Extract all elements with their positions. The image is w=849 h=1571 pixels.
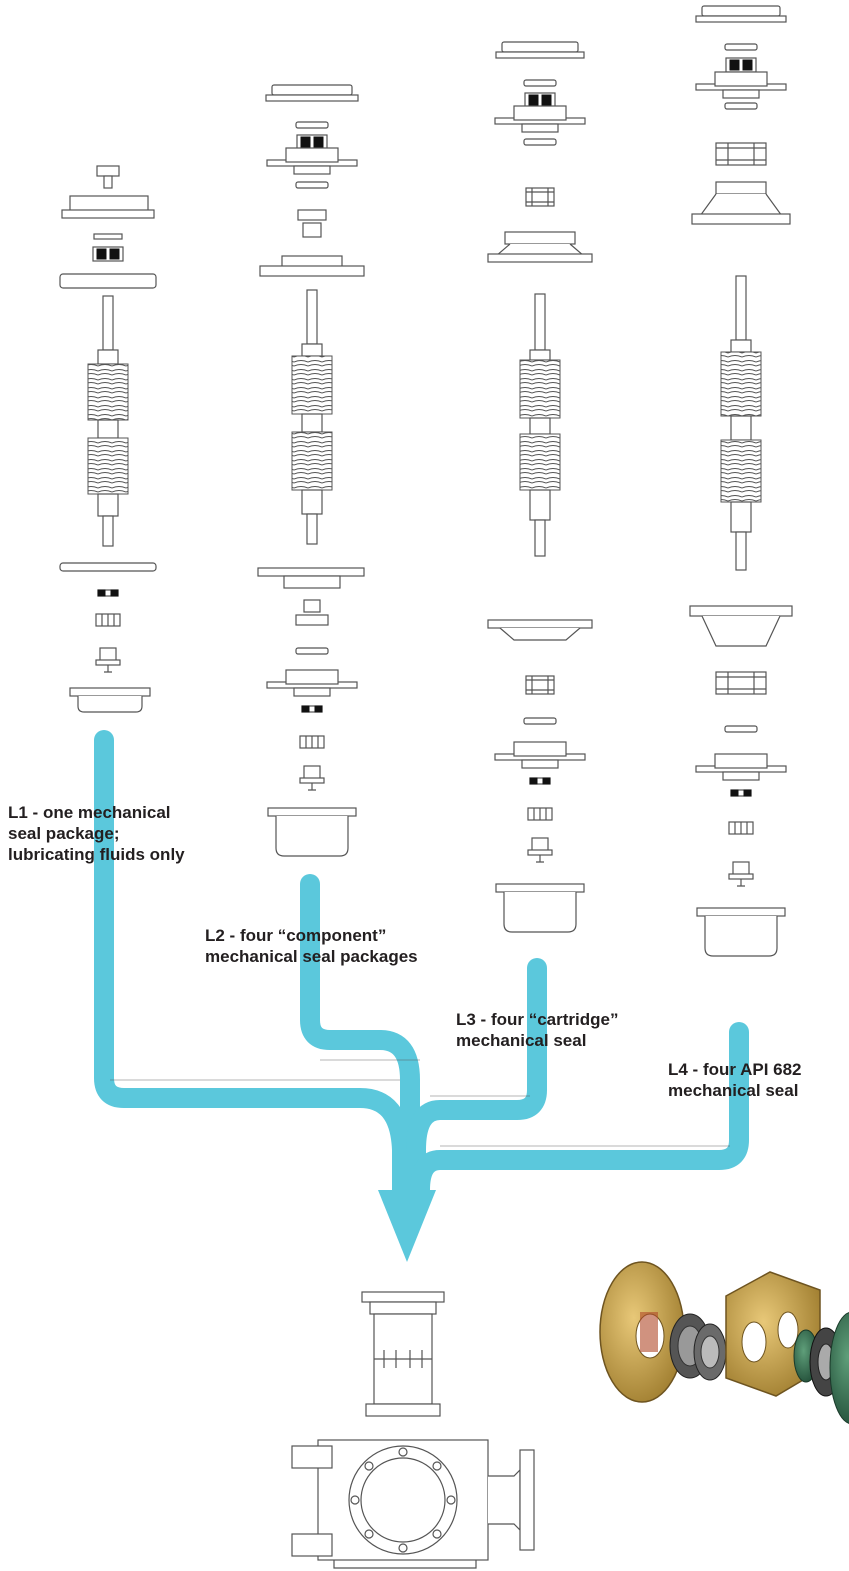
l1-exploded-assembly [59, 165, 157, 713]
l4-label-line-2: mechanical seal [668, 1081, 799, 1100]
l1-top-cap-icon [61, 165, 155, 219]
l4-label-line-1: L4 - four API 682 [668, 1060, 802, 1079]
l4-top-cap-icon [695, 5, 787, 23]
l2-lower-components-icon [257, 567, 365, 857]
l4-ring-icon [724, 43, 758, 51]
l2-upper-flange-icon [259, 255, 365, 277]
l2-label-line-2: mechanical seal packages [205, 947, 418, 966]
pump-casing-icon [291, 1291, 535, 1569]
l2-flange-icon [266, 147, 358, 175]
l1-flow-path [94, 730, 412, 1200]
l3-flow-path [406, 958, 547, 1200]
l3-exploded-assembly [487, 41, 593, 933]
l2-label: L2 - four “component” mechanical seal pa… [205, 925, 418, 967]
l4-ring-2-icon [724, 102, 758, 110]
l2-top-cap-icon [265, 84, 359, 102]
flow-arrows [94, 730, 749, 1262]
l3-top-cap-icon [495, 41, 585, 59]
l4-upper-housing-icon [691, 181, 791, 225]
l2-ring-icon [295, 121, 329, 129]
l4-flange-icon [695, 71, 787, 99]
screw-spindle-icon [720, 275, 762, 571]
seal-assembly-3d-render-icon [599, 1261, 849, 1424]
l3-ring-icon [523, 79, 557, 87]
l1-lower-components-icon [59, 562, 157, 713]
l2-flow-path [300, 874, 420, 1200]
l4-label: L4 - four API 682 mechanical seal [668, 1059, 802, 1101]
l4-seal-face-icon [725, 57, 757, 73]
flow-arrowhead [378, 1190, 436, 1262]
l3-label-line-2: mechanical seal [456, 1031, 587, 1050]
ghost-connector-lines [110, 1059, 730, 1147]
l4-flow-path [410, 1022, 749, 1200]
l4-lower-components-icon [689, 605, 793, 957]
l3-label: L3 - four “cartridge” mechanical seal [456, 1009, 618, 1051]
l3-lower-components-icon [487, 619, 593, 933]
l1-label: L1 - one mechanical seal package; lubric… [8, 802, 185, 865]
screw-spindle-icon [291, 289, 333, 545]
l2-ring-2-icon [295, 181, 329, 189]
l3-upper-housing-icon [487, 231, 593, 263]
l1-seal-face-icon [92, 233, 124, 262]
l2-exploded-assembly [257, 84, 365, 857]
l3-ring-2-icon [523, 138, 557, 146]
l3-flange-icon [494, 105, 586, 133]
l1-label-line-1: L1 - one mechanical [8, 803, 171, 822]
l3-seal-face-icon [524, 92, 556, 108]
screw-spindle-icon [519, 293, 561, 557]
l1-label-line-3: lubricating fluids only [8, 845, 185, 864]
l2-seal-face-icon [296, 134, 328, 150]
l1-upper-flange-icon [59, 273, 157, 289]
l3-label-line-1: L3 - four “cartridge” [456, 1010, 619, 1029]
l2-sleeve-icon [297, 209, 327, 238]
l1-label-line-2: seal package; [8, 824, 120, 843]
l4-exploded-assembly [689, 5, 793, 957]
l3-cartridge-icon [525, 187, 555, 207]
l4-cartridge-icon [715, 142, 767, 166]
l2-label-line-1: L2 - four “component” [205, 926, 387, 945]
screw-spindle-icon [87, 295, 129, 547]
